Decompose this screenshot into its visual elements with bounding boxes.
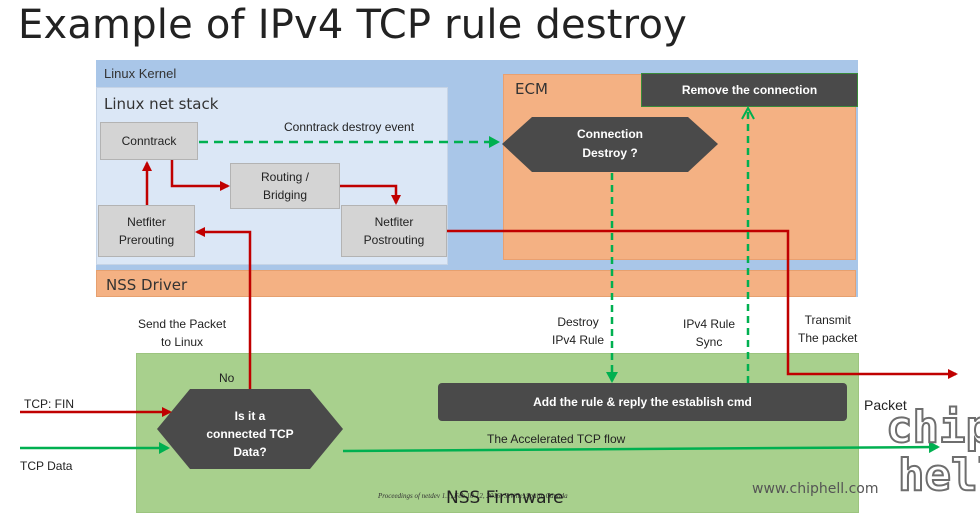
is-connected-line-1: Is it a (235, 409, 266, 423)
is-connected-tcp-decision (157, 389, 343, 469)
transmit-packet-label: Transmit The packet (798, 313, 858, 345)
chiphell-logo-bottom: hell (898, 450, 980, 501)
tcp-fin-label: TCP: FIN (24, 397, 74, 411)
chiphell-url-watermark: www.chiphell.com (752, 481, 879, 497)
linux-kernel-label: Linux Kernel (104, 66, 177, 81)
add-rule-box: Add the rule & reply the establish cmd (438, 383, 847, 421)
packet-label: Packet (864, 397, 907, 413)
remove-connection-box: Remove the connection (641, 73, 858, 107)
netfilter-postrouting-box: Netfiter Postrouting (341, 205, 447, 257)
netfilter-prerouting-box: Netfiter Prerouting (98, 205, 195, 257)
is-connected-line-3: Data? (233, 445, 266, 459)
connection-destroy-line-1: Connection (577, 127, 643, 141)
proceedings-footer: Proceedings of netdev 1.1, Feb 10-12, 20… (378, 492, 568, 500)
nss-firmware-label: NSS Firmware (446, 488, 564, 508)
tcp-data-label: TCP Data (20, 459, 73, 473)
arrow-routing-to-postrouting (340, 184, 401, 205)
chiphell-logo-top: chip (886, 402, 980, 453)
no-label: No (219, 371, 235, 385)
linux-net-stack-label: Linux net stack (104, 95, 219, 113)
arrow-accelerated-flow (342, 441, 940, 454)
nss-driver-bar (96, 270, 856, 297)
arrow-send-to-linux (195, 227, 252, 389)
page-title: Example of IPv4 TCP rule destroy (18, 2, 687, 48)
ecm-label: ECM (515, 80, 548, 98)
destroy-ipv4-rule-label: Destroy IPv4 Rule (552, 315, 605, 347)
is-connected-line-2: connected TCP (206, 427, 293, 441)
conntrack-destroy-event-label: Conntrack destroy event (284, 120, 415, 134)
connection-destroy-decision (502, 117, 718, 172)
nss-driver-label: NSS Driver (106, 276, 188, 294)
connection-destroy-line-2: Destroy ? (582, 146, 637, 160)
arrow-transmit-packet (447, 229, 958, 379)
routing-bridging-box: Routing / Bridging (230, 163, 340, 209)
arrow-conntrack-to-routing (170, 160, 230, 191)
accelerated-flow-label: The Accelerated TCP flow (487, 432, 626, 446)
ipv4-rule-sync-label: IPv4 Rule Sync (683, 317, 736, 349)
send-packet-label: Send the Packet to Linux (138, 317, 227, 349)
conntrack-box: Conntrack (100, 122, 198, 160)
